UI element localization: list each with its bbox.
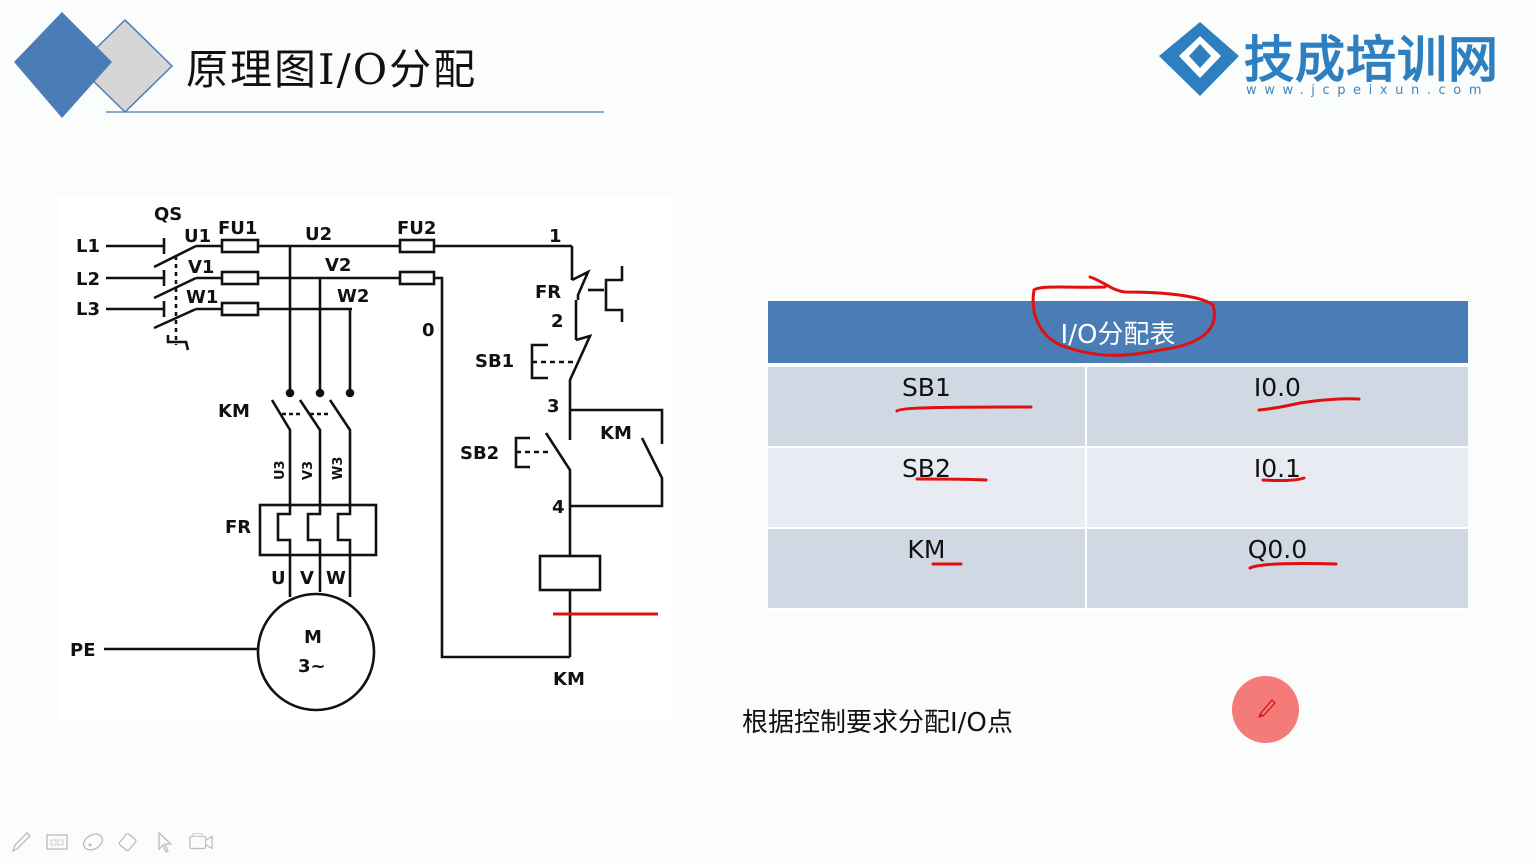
label-fr-contact: FR: [535, 282, 561, 303]
instruction-note: 根据控制要求分配I/O点: [742, 708, 1013, 738]
io-allocation-table: I/O分配表 SB1 I0.0 SB2 I0.1 KM Q0.0: [768, 301, 1468, 610]
page-title: 原理图I/O分配: [186, 45, 478, 94]
circuit-diagram: QS L1 L2 L3 U1 V1 W1 FU1 U2 V2 W2 FU2 1 …: [58, 196, 672, 720]
logo-url: www.jcpeixun.com: [1246, 83, 1490, 98]
label-v3: V3: [301, 461, 316, 480]
annotation-toolbar: [8, 826, 214, 858]
ellipse-icon: [83, 833, 103, 851]
address-cell: Q0.0: [1085, 528, 1468, 610]
pen-icon: [1258, 699, 1276, 718]
pointer-tool[interactable]: [152, 829, 178, 855]
logo-name: 技成培训网: [1244, 31, 1499, 89]
pencil-icon: [11, 832, 31, 853]
blue-diamond: [14, 12, 112, 118]
title-decoration: [14, 12, 604, 118]
label-w1: W1: [186, 287, 218, 308]
camera-icon: [189, 833, 213, 850]
label-fu2: FU2: [397, 218, 436, 239]
pen-tool[interactable]: [8, 829, 34, 855]
device-cell: SB1: [768, 365, 1087, 448]
eraser-icon: [118, 833, 137, 852]
label-fu1: FU1: [218, 218, 257, 239]
label-v: V: [300, 568, 314, 589]
label-motor: M: [304, 627, 322, 648]
shape-tool[interactable]: [80, 829, 106, 855]
label-u3: U3: [273, 460, 288, 480]
label-motor-phase: 3~: [298, 656, 326, 677]
address-cell: I0.1: [1085, 447, 1468, 529]
table-header: I/O分配表: [768, 301, 1468, 367]
label-sb1: SB1: [475, 351, 514, 372]
label-node-0: 0: [422, 320, 435, 341]
cursor-icon: [158, 831, 173, 853]
table-row: SB2 I0.1: [768, 447, 1468, 529]
label-w: W: [326, 568, 346, 589]
label-u2: U2: [305, 224, 332, 245]
table-row: SB1 I0.0: [768, 365, 1468, 448]
record-tool[interactable]: [188, 829, 214, 855]
label-l2: L2: [76, 269, 100, 290]
table-row: KM Q0.0: [768, 528, 1468, 610]
label-sb2: SB2: [460, 443, 499, 464]
label-node-1: 1: [549, 226, 562, 247]
label-km-coil: KM: [553, 669, 585, 690]
logo-icon: [1159, 22, 1239, 96]
device-cell: SB2: [768, 447, 1087, 529]
label-pe: PE: [70, 640, 96, 661]
label-u: U: [271, 568, 286, 589]
label-qs: QS: [154, 204, 182, 225]
pen-cursor: [1232, 676, 1299, 743]
label-km-main: KM: [218, 401, 250, 422]
label-node-4: 4: [552, 497, 565, 518]
label-v2: V2: [325, 255, 351, 276]
label-l3: L3: [76, 299, 100, 320]
highlighter-tool[interactable]: [44, 829, 70, 855]
label-w3: W3: [331, 457, 346, 480]
label-w2: W2: [337, 286, 369, 307]
label-u1: U1: [184, 226, 211, 247]
screen-icon: [46, 834, 68, 850]
label-node-2: 2: [551, 311, 564, 332]
device-cell: KM: [768, 528, 1087, 610]
eraser-tool[interactable]: [116, 829, 142, 855]
label-v1: V1: [188, 257, 214, 278]
label-fr-main: FR: [225, 517, 251, 538]
label-km-aux: KM: [600, 423, 632, 444]
address-cell: I0.0: [1085, 365, 1468, 448]
label-l1: L1: [76, 236, 100, 257]
label-node-3: 3: [547, 396, 560, 417]
